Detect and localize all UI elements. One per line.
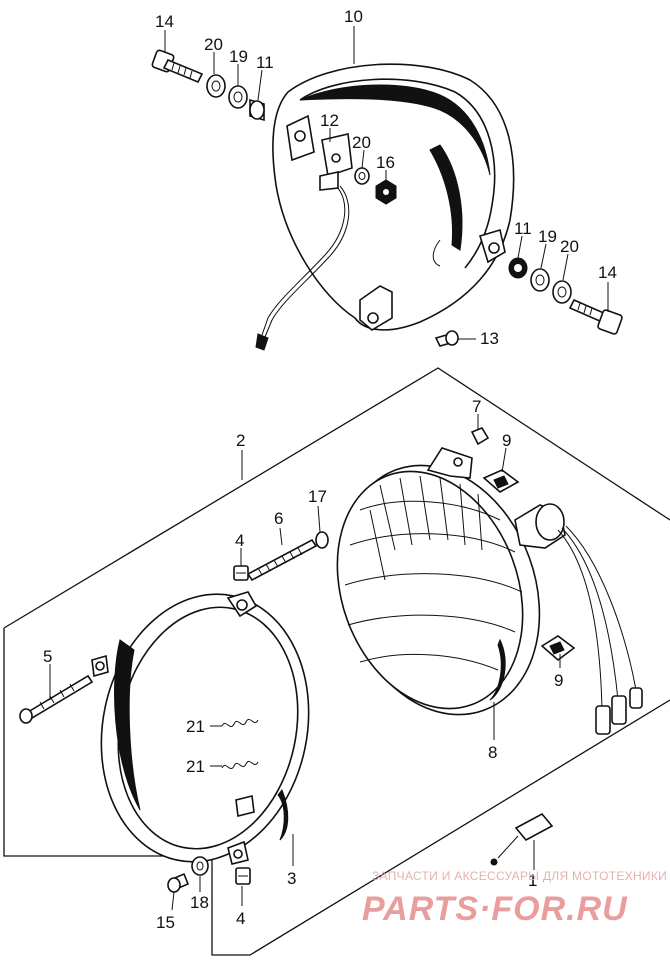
collar-11-right bbox=[508, 257, 528, 279]
callout-7: 7 bbox=[472, 397, 481, 416]
screw-5 bbox=[19, 674, 94, 724]
pilot-bulb-1 bbox=[490, 812, 554, 866]
callout-4-lower: 4 bbox=[236, 909, 245, 928]
callout-labels: 10 14 20 19 11 12 20 16 11 19 20 14 13 7… bbox=[43, 7, 617, 932]
callout-6: 6 bbox=[274, 509, 283, 528]
headlight-rim bbox=[91, 591, 310, 865]
callout-18: 18 bbox=[190, 893, 209, 912]
callout-17: 17 bbox=[308, 487, 327, 506]
washer-18 bbox=[191, 856, 209, 876]
callout-20-right: 20 bbox=[560, 237, 579, 256]
callout-21-upper: 21 bbox=[186, 717, 205, 736]
callout-15: 15 bbox=[156, 913, 175, 932]
socket-wires bbox=[557, 525, 643, 735]
lockwasher-19-left bbox=[228, 85, 248, 109]
washer-20-right bbox=[552, 280, 572, 304]
washer-17 bbox=[315, 531, 329, 549]
watermark-subtitle: ЗАПЧАСТИ И АКСЕССУАРЫ ДЛЯ МОТОТЕХНИКИ bbox=[372, 869, 667, 883]
spring-21-lower bbox=[221, 760, 259, 770]
callout-13: 13 bbox=[480, 329, 499, 348]
callout-5: 5 bbox=[43, 647, 52, 666]
watermark: ЗАПЧАСТИ И АКСЕССУАРЫ ДЛЯ МОТОТЕХНИКИ PA… bbox=[362, 869, 667, 928]
bolt-14-right bbox=[568, 298, 623, 335]
clip-9-lower bbox=[540, 635, 576, 662]
callout-19-left: 19 bbox=[229, 47, 248, 66]
callout-11-right: 11 bbox=[514, 219, 532, 238]
clip-9-upper bbox=[482, 469, 520, 493]
callout-12: 12 bbox=[320, 111, 339, 130]
screw-13 bbox=[434, 330, 459, 347]
leader-lines bbox=[49, 26, 609, 911]
callout-8: 8 bbox=[488, 743, 497, 762]
callout-16: 16 bbox=[376, 153, 395, 172]
washer-20-inner bbox=[354, 167, 370, 185]
callout-14-right: 14 bbox=[598, 263, 617, 282]
headlight-case bbox=[255, 63, 515, 351]
callout-20-inner: 20 bbox=[352, 133, 371, 152]
screw-15 bbox=[167, 872, 190, 893]
spring-21-upper bbox=[221, 718, 259, 728]
callout-3: 3 bbox=[287, 869, 296, 888]
callout-9-upper: 9 bbox=[502, 431, 511, 450]
callout-10: 10 bbox=[344, 7, 363, 26]
lockwasher-19-right bbox=[530, 268, 550, 292]
callout-2: 2 bbox=[236, 431, 245, 450]
bolt-14-left bbox=[151, 49, 204, 84]
callout-4-upper: 4 bbox=[235, 531, 244, 550]
callout-1: 1 bbox=[528, 871, 537, 890]
callout-9-lower: 9 bbox=[554, 671, 563, 690]
callout-14-left: 14 bbox=[155, 12, 174, 31]
sealed-beam-unit bbox=[336, 447, 566, 716]
washer-20-left bbox=[206, 74, 226, 98]
collar-11-left bbox=[249, 98, 265, 122]
assembly-outline bbox=[3, 367, 670, 956]
callout-21-lower: 21 bbox=[186, 757, 205, 776]
callout-11-left: 11 bbox=[256, 53, 274, 72]
screw-4-lower bbox=[235, 867, 251, 885]
adjusting-screw-6 bbox=[246, 538, 318, 582]
callout-19-right: 19 bbox=[538, 227, 557, 246]
watermark-logo: PARTS·FOR.RU bbox=[362, 890, 628, 928]
callout-20-left: 20 bbox=[204, 35, 223, 54]
terminal-bracket bbox=[319, 133, 353, 191]
screw-4-upper bbox=[233, 565, 249, 581]
nut-7 bbox=[470, 427, 490, 446]
